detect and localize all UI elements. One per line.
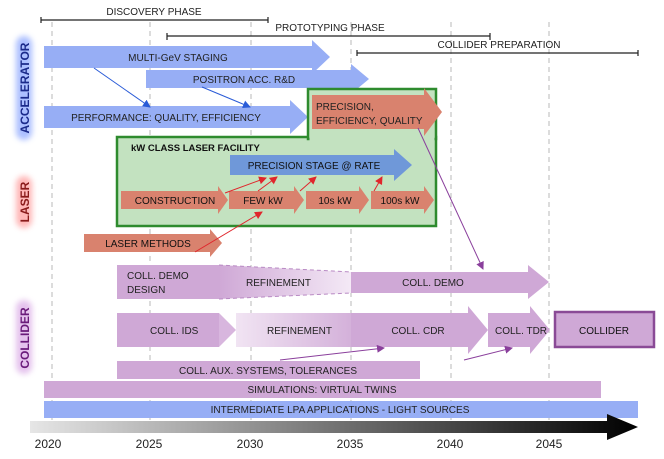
collider-box-label: COLLIDER — [579, 326, 629, 337]
tens-kw-label: 10s kW — [318, 196, 352, 207]
precision-line-1: PRECISION, — [316, 102, 374, 113]
coll-demo-design-line-2: DESIGN — [127, 285, 165, 296]
category-laser-label: LASER — [18, 181, 32, 222]
multi-gev-staging-label: MULTI-GeV STAGING — [128, 53, 228, 64]
connector-arrows — [93, 67, 513, 361]
precision-line-2: EFFICIENCY, QUALITY — [316, 116, 423, 127]
arrow-performance — [44, 100, 308, 134]
coll-cdr-label: COLL. CDR — [391, 326, 444, 337]
coll-aux-label: COLL. AUX. SYSTEMS, TOLERANCES — [179, 366, 357, 377]
precision-stage-label: PRECISION STAGE @ RATE — [248, 161, 381, 172]
category-collider: COLLIDER — [16, 300, 32, 374]
arrow-refinement-2 — [236, 313, 351, 347]
arrow-10s-kw — [306, 186, 369, 214]
positron-rd-label: POSITRON ACC. R&D — [193, 75, 295, 86]
arrow-laser-methods — [84, 229, 222, 257]
category-laser: LASER — [16, 176, 32, 228]
category-collider-label: COLLIDER — [18, 307, 32, 369]
time-axis-arrow — [30, 414, 638, 440]
simulations-label: SIMULATIONS: VIRTUAL TWINS — [247, 385, 396, 396]
arrow-positron-rd — [146, 64, 369, 94]
collider-box — [553, 310, 656, 349]
category-accelerator: ACCELERATOR — [16, 36, 32, 140]
coll-demo-label: COLL. DEMO — [402, 278, 464, 289]
year-2025: 2025 — [136, 437, 163, 451]
refinement-1-label: REFINEMENT — [246, 278, 311, 289]
arrow-coll-demo — [351, 265, 549, 299]
arrow-coll-demo-design — [117, 265, 219, 299]
arrow-few-kw — [229, 186, 304, 214]
lpa-applications-label: INTERMEDIATE LPA APPLICATIONS - LIGHT SO… — [211, 405, 470, 416]
arrow-precision-stage — [230, 149, 412, 181]
year-2020: 2020 — [35, 437, 62, 451]
bar-coll-aux-systems — [117, 361, 420, 379]
coll-ids-label: COLL. IDS — [150, 326, 199, 337]
year-2035: 2035 — [337, 437, 364, 451]
arrow-coll-tdr — [488, 306, 550, 354]
year-2040: 2040 — [437, 437, 464, 451]
bar-simulations — [44, 381, 601, 398]
few-kw-label: FEW kW — [243, 196, 283, 207]
coll-tdr-label: COLL. TDR — [495, 326, 547, 337]
coll-demo-design-line-1: COLL. DEMO — [127, 271, 189, 282]
phase-brackets — [40, 17, 639, 56]
phase-prototyping: PROTOTYPING PHASE — [275, 23, 385, 34]
arrow-coll-ids — [117, 313, 219, 347]
arrow-multi-gev-staging — [44, 40, 330, 74]
year-2030: 2030 — [237, 437, 264, 451]
arrow-precision — [312, 88, 442, 136]
performance-label: PERFORMANCE: QUALITY, EFFICIENCY — [71, 113, 261, 124]
construction-label: CONSTRUCTION — [135, 196, 216, 207]
category-accelerator-label: ACCELERATOR — [18, 42, 32, 133]
laser-facility-title: kW CLASS LASER FACILITY — [131, 143, 260, 154]
bar-lpa-applications — [44, 401, 638, 418]
arrow-construction — [121, 186, 228, 214]
laser-methods-label: LASER METHODS — [105, 239, 191, 250]
hundreds-kw-label: 100s kW — [381, 196, 420, 207]
phase-discovery: DISCOVERY PHASE — [106, 7, 202, 18]
arrow-refinement-1 — [219, 265, 351, 299]
arrow-100s-kw — [371, 186, 434, 214]
arrow-coll-cdr — [351, 306, 488, 354]
year-2045: 2045 — [536, 437, 563, 451]
phase-collider-preparation: COLLIDER PREPARATION — [438, 40, 561, 51]
refinement-2-label: REFINEMENT — [267, 326, 332, 337]
